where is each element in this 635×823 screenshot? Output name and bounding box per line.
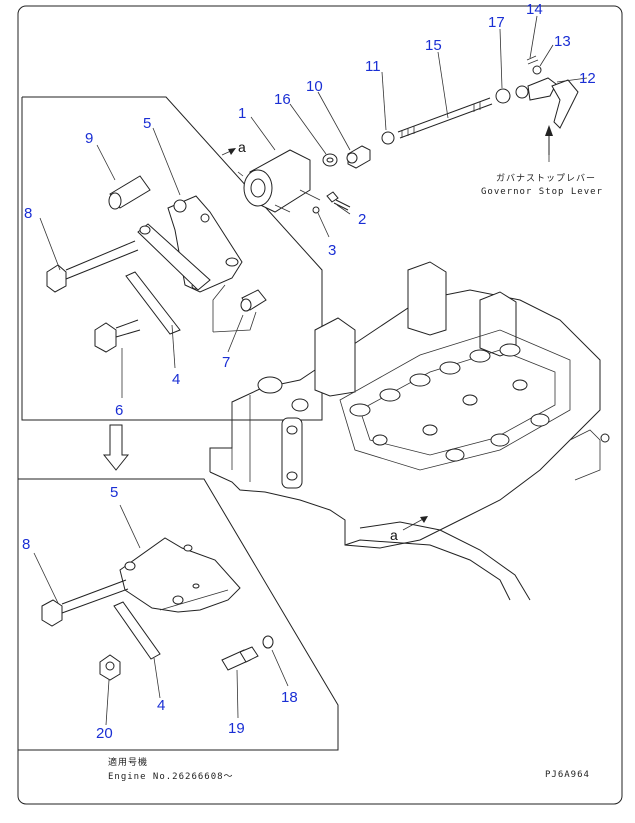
stud-19 <box>221 646 259 671</box>
callout-4-lower[interactable]: 4 <box>157 697 165 714</box>
callout-5-lower[interactable]: 5 <box>110 484 118 501</box>
callout-8-lower[interactable]: 8 <box>22 536 30 553</box>
callout-16[interactable]: 16 <box>274 91 291 108</box>
nut-17 <box>495 88 511 104</box>
nut-11 <box>381 131 395 145</box>
callout-18[interactable]: 18 <box>281 689 298 706</box>
bolt-2 <box>326 191 351 211</box>
lower-detail-frame <box>17 478 339 751</box>
reference-a-upper: a <box>221 139 246 156</box>
callout-8-upper[interactable]: 8 <box>24 205 32 222</box>
stop-rod-15 <box>397 97 493 139</box>
callout-15[interactable]: 15 <box>425 37 442 54</box>
bolt-6 <box>94 319 141 353</box>
callout-9[interactable]: 9 <box>85 130 93 147</box>
reference-a-lower: a <box>390 516 428 543</box>
bolt-8-lower <box>41 579 129 627</box>
callout-7[interactable]: 7 <box>222 354 230 371</box>
nut-20 <box>99 654 121 681</box>
callout-19[interactable]: 19 <box>228 720 245 737</box>
callout-3[interactable]: 3 <box>328 242 336 259</box>
governor-stop-lever <box>545 79 579 162</box>
callout-20[interactable]: 20 <box>96 725 113 742</box>
washer-3 <box>312 206 320 214</box>
callout-13[interactable]: 13 <box>554 33 571 50</box>
callout-1[interactable]: 1 <box>238 105 246 122</box>
callout-6[interactable]: 6 <box>115 402 123 419</box>
callout-5-upper[interactable]: 5 <box>143 115 151 132</box>
stop-solenoid <box>237 149 321 213</box>
callout-4-upper[interactable]: 4 <box>172 371 180 388</box>
callout-14[interactable]: 14 <box>526 1 543 18</box>
plate-upper <box>137 223 211 291</box>
callout-2[interactable]: 2 <box>358 211 366 228</box>
svg-text:a: a <box>390 527 398 543</box>
callout-17[interactable]: 17 <box>488 14 505 31</box>
strap-4-lower <box>113 601 161 660</box>
clip-14 <box>526 55 539 65</box>
cylinder-head <box>209 261 610 601</box>
clevis-10 <box>346 145 371 169</box>
spacer-7 <box>240 289 267 312</box>
applicable-label-jp: 適用号機 <box>108 756 148 768</box>
washer-18 <box>262 635 274 649</box>
down-arrow-icon <box>102 424 130 471</box>
bolt-8-upper <box>46 240 139 293</box>
engine-number-label: Engine No.26266608～ <box>108 772 234 782</box>
governor-label-en: Governor Stop Lever <box>481 187 603 197</box>
callout-12[interactable]: 12 <box>579 70 596 87</box>
pin-13 <box>532 65 542 75</box>
svg-text:a: a <box>238 139 246 155</box>
ball-joint-12 <box>515 77 557 101</box>
governor-label-jp: ガバナストップレバー <box>496 173 596 184</box>
drawing-code: PJ6A964 <box>545 770 590 780</box>
spacer-9 <box>108 175 151 210</box>
strap-4-upper <box>125 271 181 335</box>
bracket-5-lower <box>119 537 241 613</box>
callout-10[interactable]: 10 <box>306 78 323 95</box>
leader-lines <box>33 15 588 726</box>
callout-11[interactable]: 11 <box>365 58 381 75</box>
page-frame <box>17 5 623 805</box>
